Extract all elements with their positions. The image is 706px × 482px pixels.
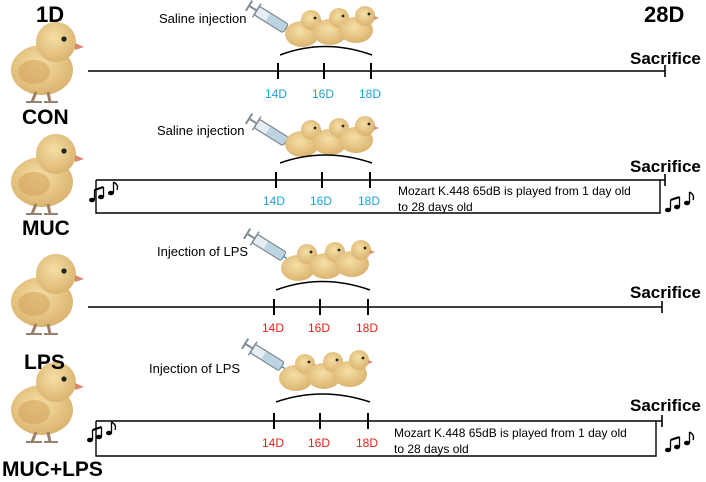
tick-label: 14D [265,87,288,101]
music-note-text-line1: Mozart K.448 65dB is played from 1 day o… [394,426,627,440]
sacrifice-label: Sacrifice [630,396,701,415]
tick-label: 14D [263,194,286,208]
music-notes-icon [664,431,695,454]
sacrifice-label: Sacrifice [630,283,701,302]
music-note-text-line1: Mozart K.448 65dB is played from 1 day o… [398,184,631,198]
group-label: LPS [24,351,65,374]
tick-label: 18D [358,194,381,208]
end-day-label: 28D [644,2,685,27]
music-notes-icon [86,421,117,444]
start-day-label: 1D [36,2,65,27]
group-label: MUC [22,217,70,240]
chick-icon [9,20,86,104]
chick-group-icon [279,350,373,391]
tick-label: 18D [359,87,382,101]
tick-label: 18D [356,321,379,335]
chick-group-icon [285,116,379,157]
group-label: MUC+LPS [2,458,103,481]
chick-group-icon [285,6,379,47]
chick-icon [9,252,86,336]
music-notes-icon [88,181,119,204]
tick-label: 16D [310,194,333,208]
timeline-muc [95,172,666,214]
group-label: CON [22,106,69,129]
tick-label: 14D [262,321,285,335]
injection-label: Injection of LPS [157,244,249,259]
tick-label: 18D [356,436,379,450]
tick-label: 16D [312,87,335,101]
injection-label: Injection of LPS [149,361,241,376]
sacrifice-label: Sacrifice [630,157,701,176]
timeline-lps [88,299,663,315]
timeline-muc-lps [95,413,663,457]
tick-label: 16D [308,436,331,450]
music-note-text-line2: to 28 days old [394,442,469,456]
injection-label: Saline injection [157,123,245,138]
music-notes-icon [664,191,695,214]
tick-label: 14D [262,436,285,450]
sacrifice-label: Sacrifice [630,49,701,68]
chick-icon [9,132,86,216]
music-note-text-line2: to 28 days old [398,200,473,214]
timeline-con [88,63,666,79]
injection-label: Saline injection [159,11,247,26]
tick-label: 16D [308,321,331,335]
chick-group-icon [281,240,375,281]
